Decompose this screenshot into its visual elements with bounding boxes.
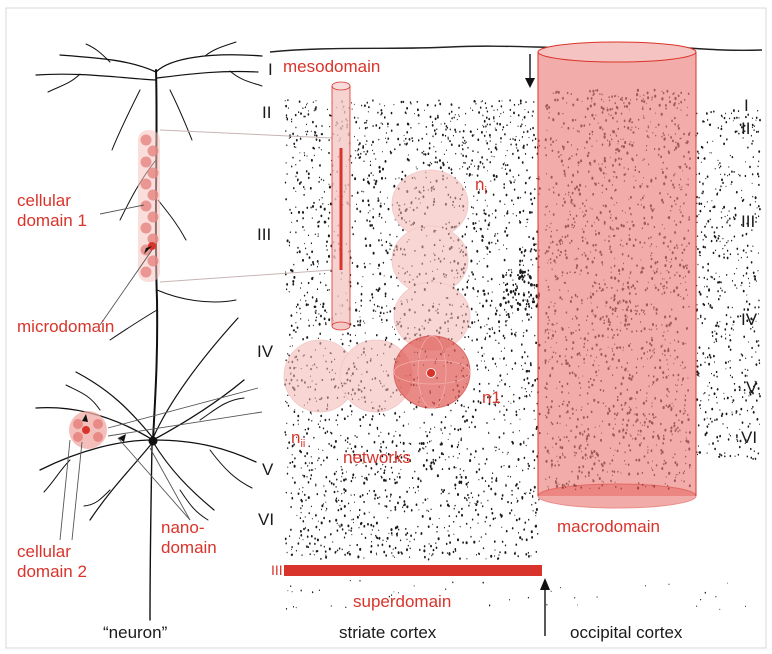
ni-label: ni	[475, 176, 487, 197]
cellular-domain-1-line-2: domain 1	[17, 211, 87, 231]
network-ni-spheres	[392, 170, 470, 350]
network-n1-sphere	[394, 336, 470, 408]
cellular-domain-2-shape	[69, 411, 107, 449]
nii-label: nii	[291, 429, 305, 450]
striate-layer-IV: IV	[257, 342, 273, 362]
striate-layer-V: V	[262, 460, 273, 480]
occipital-layer-II: II	[741, 119, 750, 139]
superdomain-marker: III	[271, 563, 283, 577]
striate-layer-I: I	[268, 60, 273, 80]
striate-layer-III: III	[257, 225, 271, 245]
mesodomain-cylinder	[332, 82, 350, 330]
striate-layer-VI: VI	[258, 510, 274, 530]
nanodomain-label: nano- domain	[161, 518, 217, 558]
microdomain-label: microdomain	[17, 318, 114, 335]
superdomain-bar	[284, 565, 542, 576]
occipital-layer-V: V	[746, 378, 757, 398]
superdomain-label: superdomain	[353, 593, 451, 610]
networks-label: networks	[343, 449, 411, 466]
neuron-caption: “neuron”	[103, 624, 167, 641]
occipital-layer-VI: VI	[741, 428, 757, 448]
cellular-domain-2-line-2: domain 2	[17, 562, 87, 582]
cellular-domain-1-label: cellular domain 1	[17, 191, 87, 231]
occipital-cortex-caption: occipital cortex	[570, 624, 682, 641]
occipital-layer-III: III	[741, 212, 755, 232]
striate-layer-II: II	[262, 103, 271, 123]
macrodomain-label: macrodomain	[557, 518, 660, 535]
ni-label-subscript: i	[484, 185, 486, 197]
cellular-domain-2-line-1: cellular	[17, 542, 87, 562]
mesodomain-label: mesodomain	[283, 58, 380, 75]
striate-cortex-caption: striate cortex	[339, 624, 436, 641]
macrodomain-cylinder	[538, 42, 696, 508]
cellular-domain-2-label: cellular domain 2	[17, 542, 87, 582]
n1-label: n1	[482, 389, 501, 406]
cellular-domain-1-line-1: cellular	[17, 191, 87, 211]
nanodomain-line-1: nano-	[161, 518, 217, 538]
occipital-layer-IV: IV	[741, 310, 757, 330]
occipital-layer-I: I	[744, 96, 749, 116]
nanodomain-line-2: domain	[161, 538, 217, 558]
nii-label-subscript: ii	[300, 438, 305, 450]
